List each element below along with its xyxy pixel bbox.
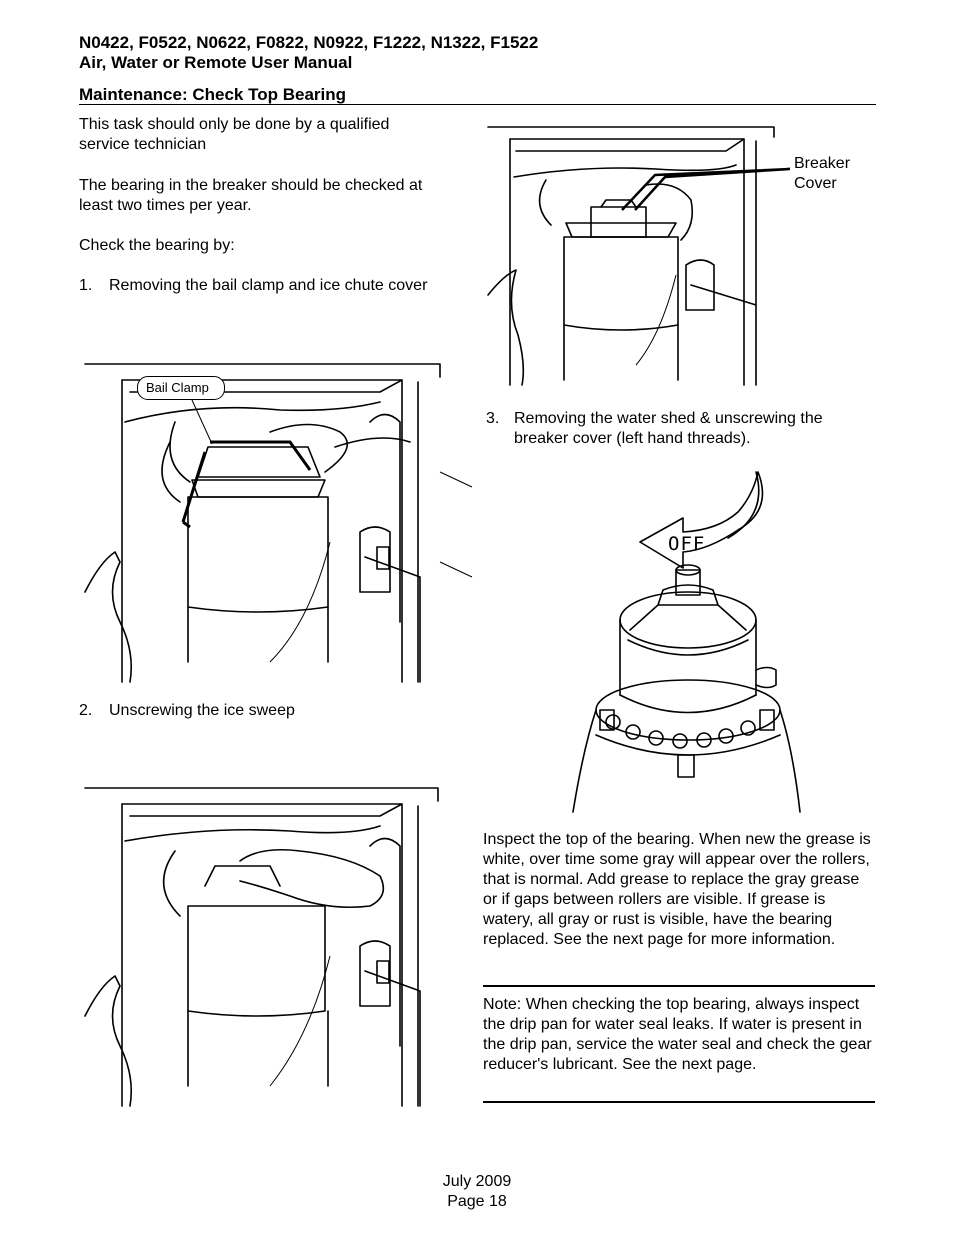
step3-number: 3. — [486, 410, 500, 427]
step2-text: Unscrewing the ice sweep — [109, 702, 295, 719]
breaker-cover-label-line2: Cover — [794, 175, 837, 192]
step1-text: Removing the bail clamp and ice chute co… — [109, 277, 428, 294]
breaker-cover-figure — [487, 126, 775, 386]
bail-clamp-callout — [137, 376, 225, 400]
note-top-rule — [483, 985, 875, 987]
footer-date: July 2009 — [442, 1173, 512, 1190]
bail-clamp-figure — [84, 363, 473, 683]
header-rule — [79, 104, 876, 105]
document-manual-title: Air, Water or Remote User Manual — [79, 53, 353, 72]
note-bottom-rule — [483, 1101, 875, 1103]
step2-number: 2. — [79, 702, 93, 719]
note-text: Note: When checking the top bearing, alw… — [483, 996, 872, 1073]
off-label: OFF — [668, 533, 706, 555]
breaker-cover-leader — [621, 167, 791, 211]
bail-clamp-leader — [191, 399, 213, 445]
paragraph-inspect: Inspect the top of the bearing. When new… — [483, 831, 871, 948]
section-title: Maintenance: Check Top Bearing — [79, 85, 347, 104]
paragraph-check-by: Check the bearing by: — [79, 237, 235, 254]
footer-page: Page 18 — [447, 1193, 507, 1210]
document-models-title: N0422, F0522, N0622, F0822, N0922, F1222… — [79, 33, 539, 52]
step1-number: 1. — [79, 277, 93, 294]
paragraph-frequency: The bearing in the breaker should be che… — [79, 177, 423, 214]
paragraph-qualified: This task should only be done by a quali… — [79, 116, 390, 153]
step3-text: Removing the water shed & unscrewing the… — [514, 410, 823, 447]
bail-clamp-label: Bail Clamp — [146, 380, 209, 395]
off-arrow-figure — [572, 471, 801, 813]
ice-sweep-figure — [84, 787, 439, 1107]
breaker-cover-label-line1: Breaker — [794, 155, 851, 172]
